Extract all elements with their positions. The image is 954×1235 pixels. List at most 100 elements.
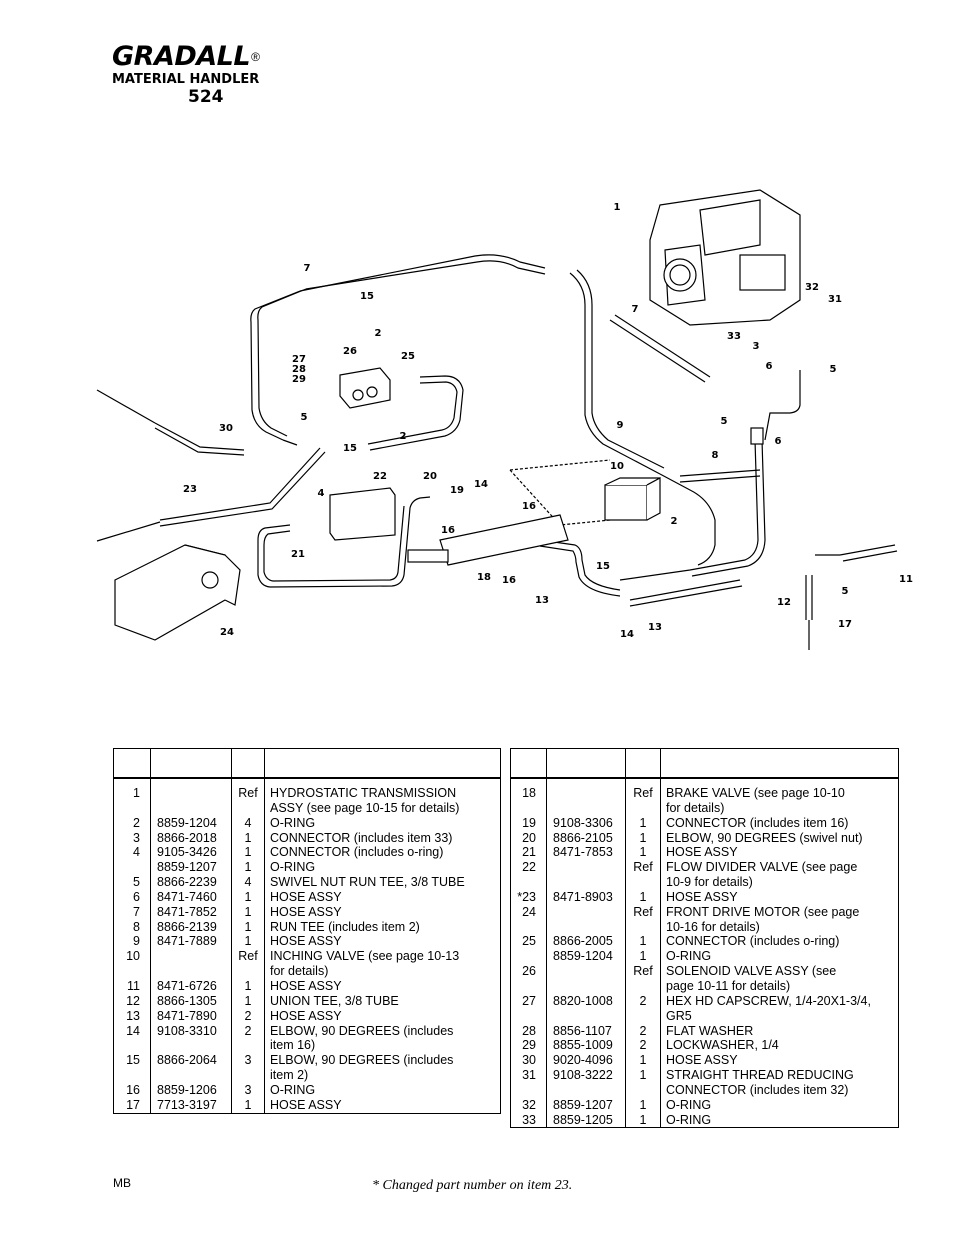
table-cell-line bbox=[547, 875, 625, 890]
callout-label: 16 bbox=[441, 525, 455, 536]
table-cell-line: 4 bbox=[133, 845, 140, 860]
table-cell-line bbox=[114, 1068, 150, 1083]
table-cell-line: 8866-2018 bbox=[157, 830, 217, 845]
table-cell-line: 18 bbox=[522, 786, 536, 800]
table-cell-line bbox=[626, 1083, 660, 1098]
callout-label: 30 bbox=[219, 423, 233, 434]
table-cell-line bbox=[547, 905, 625, 920]
table-cell-line: 8866-1305 bbox=[157, 993, 217, 1008]
callout-label: 25 bbox=[401, 351, 415, 362]
table-cell-line: 11 bbox=[127, 978, 140, 993]
callout-label: 28 bbox=[292, 364, 306, 375]
table-cell-line: 1 bbox=[639, 1053, 647, 1068]
table-cell-line: 9108-3222 bbox=[553, 1068, 613, 1083]
table-cell-line: 15 bbox=[126, 1053, 140, 1068]
table-cell-line: HYDROSTATIC TRANSMISSION bbox=[270, 786, 457, 800]
product-subtitle: MATERIAL HANDLER bbox=[112, 72, 260, 87]
callout-label: 21 bbox=[291, 549, 305, 560]
table-cell-line: STRAIGHT THREAD REDUCING bbox=[666, 1068, 854, 1083]
parts-table-header bbox=[113, 748, 501, 779]
table-cell-line: 8866-2139 bbox=[157, 919, 217, 934]
table-cell-line bbox=[114, 801, 150, 816]
table-cell-line: HEX HD CAPSCREW, 1/4-20X1-3/4, bbox=[666, 993, 871, 1008]
callout-label: 11 bbox=[899, 574, 913, 585]
table-cell-line bbox=[151, 964, 231, 979]
callout-label: 5 bbox=[830, 364, 837, 375]
callout-labels: 1 2 2 2 3 4 5 5 5 5 6 6 7 7 8 9 10 11 12… bbox=[183, 202, 913, 640]
table-cell-line bbox=[232, 1038, 264, 1053]
callout-label: 7 bbox=[304, 263, 311, 274]
table-cell-line: 8866-2005 bbox=[553, 934, 613, 949]
table-cell-line: for details) bbox=[270, 964, 329, 979]
table-cell-line: 19 bbox=[522, 815, 536, 830]
table-cell-line bbox=[151, 801, 231, 816]
table-cell-line: 1 bbox=[639, 1112, 647, 1127]
table-cell-line: 2 bbox=[133, 815, 140, 830]
table-cell-line: SOLENOID VALVE ASSY (see bbox=[666, 964, 837, 979]
callout-label: 13 bbox=[648, 622, 662, 633]
table-cell-line: HOSE ASSY bbox=[666, 1053, 738, 1068]
table-cell-line: 7713-3197 bbox=[157, 1097, 217, 1112]
table-cell-line: CONNECTOR (includes o-ring) bbox=[666, 934, 840, 949]
table-cell-line: 1 bbox=[244, 889, 252, 904]
table-cell-line: 13 bbox=[126, 1008, 140, 1023]
table-cell-line: 1 bbox=[244, 978, 252, 993]
table-cell-line: 10 bbox=[126, 949, 140, 964]
callout-label: 15 bbox=[360, 291, 374, 302]
diagram-components bbox=[114, 189, 801, 641]
table-cell-line: 3 bbox=[244, 1053, 252, 1068]
table-cell-line: 1 bbox=[639, 845, 647, 860]
table-cell-line: 2 bbox=[639, 1023, 647, 1038]
table-cell-line bbox=[626, 920, 660, 935]
table-cell-line bbox=[511, 949, 546, 964]
table-cell-line: 8866-2064 bbox=[157, 1053, 217, 1068]
callout-label: 26 bbox=[343, 346, 357, 357]
callout-label: 5 bbox=[721, 416, 728, 427]
table-cell-line bbox=[232, 1068, 264, 1083]
table-cell-line bbox=[151, 1038, 231, 1053]
header-cell bbox=[150, 748, 232, 779]
table-cell-line bbox=[114, 860, 150, 875]
table-cell-line: 1 bbox=[244, 860, 252, 875]
table-cell-line: *23 bbox=[517, 889, 536, 904]
table-cell-line: 14 bbox=[126, 1023, 140, 1038]
table-cell-line: 17 bbox=[126, 1097, 140, 1112]
table-cell-line: 9105-3426 bbox=[157, 845, 217, 860]
callout-label: 3 bbox=[753, 341, 760, 352]
table-cell-line: 25 bbox=[522, 934, 536, 949]
table-cell-line bbox=[547, 1083, 625, 1098]
table-cell-line: RUN TEE (includes item 2) bbox=[270, 919, 420, 934]
table-cell-line: Ref bbox=[238, 949, 258, 964]
table-cell-line: 8471-7852 bbox=[157, 904, 217, 919]
table-cell-line: 27 bbox=[522, 993, 536, 1008]
table-cell-line: 9108-3310 bbox=[157, 1023, 217, 1038]
table-cell-line: 8859-1204 bbox=[157, 815, 217, 830]
table-cell-line: 1 bbox=[244, 934, 252, 949]
callout-label: 4 bbox=[318, 488, 325, 499]
table-cell-line: 8859-1205 bbox=[553, 1112, 613, 1127]
table-cell-line bbox=[547, 964, 625, 979]
callout-label: 17 bbox=[838, 619, 852, 630]
callout-label: 2 bbox=[375, 328, 382, 339]
table-cell-line: 2 bbox=[244, 1023, 252, 1038]
table-cell-line: 1 bbox=[244, 845, 252, 860]
table-cell-line: ELBOW, 90 DEGREES (includes bbox=[270, 1053, 454, 1068]
callout-label: 27 bbox=[292, 354, 306, 365]
table-cell-line: UNION TEE, 3/8 TUBE bbox=[270, 993, 399, 1008]
table-cell-line: O-RING bbox=[270, 860, 316, 875]
header-cell bbox=[231, 748, 265, 779]
table-cell-line: O-RING bbox=[270, 815, 316, 830]
callout-label: 9 bbox=[617, 420, 624, 431]
table-cell-line: 9020-4096 bbox=[553, 1053, 613, 1068]
table-cell-line: Ref bbox=[238, 786, 258, 800]
callout-label: 7 bbox=[632, 304, 639, 315]
callout-label: 16 bbox=[522, 501, 536, 512]
callout-label: 5 bbox=[842, 586, 849, 597]
table-cell-line bbox=[114, 964, 150, 979]
table-cell-line: item 16) bbox=[270, 1038, 316, 1053]
